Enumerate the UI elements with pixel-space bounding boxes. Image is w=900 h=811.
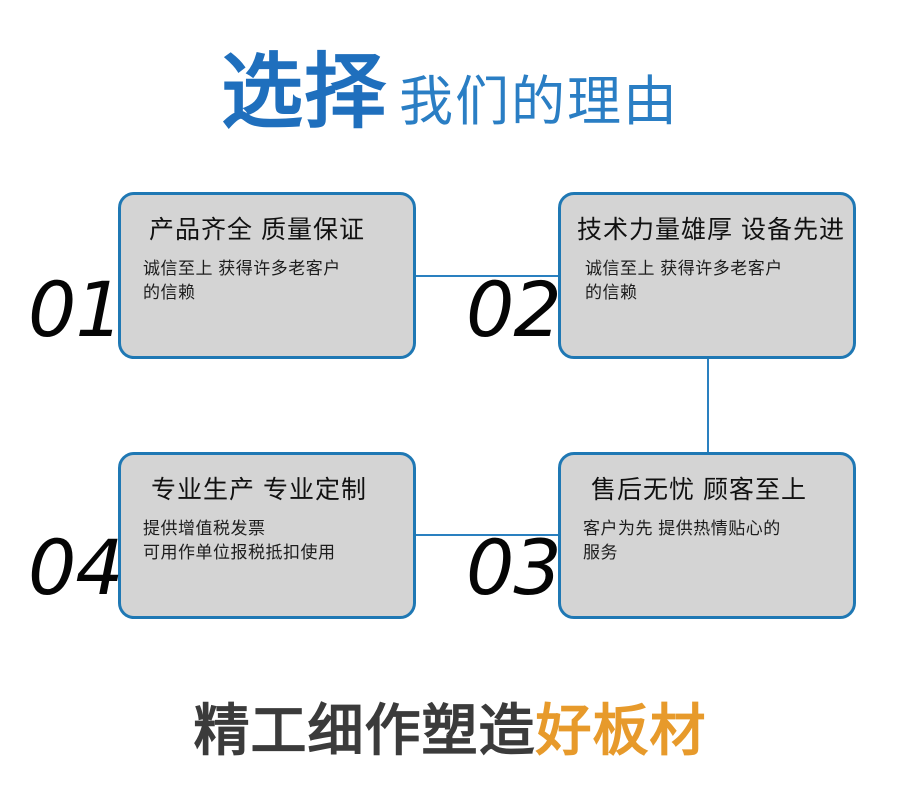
feature-card-02-body-line-1: 诚信至上 获得许多老客户 bbox=[585, 258, 783, 278]
feature-number-04: 04 bbox=[28, 523, 124, 612]
connector-04-to-03 bbox=[412, 534, 562, 536]
feature-number-03: 03 bbox=[466, 523, 562, 612]
feature-card-02-content: 技术力量雄厚 设备先进 诚信至上 获得许多老客户 的信赖 bbox=[577, 216, 845, 305]
feature-card-02-body: 诚信至上 获得许多老客户 的信赖 bbox=[585, 257, 839, 305]
feature-card-04-content: 专业生产 专业定制 提供增值税发票 可用作单位报税抵扣使用 bbox=[143, 476, 399, 565]
feature-card-01-content: 产品齐全 质量保证 诚信至上 获得许多老客户 的信赖 bbox=[143, 216, 399, 305]
feature-card-02-title: 技术力量雄厚 设备先进 bbox=[577, 216, 845, 244]
page-title-light: 我们的理由 bbox=[399, 72, 679, 132]
footer-slogan: 精工细作塑造好板材 bbox=[0, 703, 900, 759]
feature-card-01-body-line-1: 诚信至上 获得许多老客户 bbox=[143, 258, 341, 278]
feature-card-03-body: 客户为先 提供热情贴心的 服务 bbox=[583, 517, 839, 565]
feature-card-01-body: 诚信至上 获得许多老客户 的信赖 bbox=[143, 257, 399, 305]
feature-card-01-title: 产品齐全 质量保证 bbox=[149, 216, 365, 244]
feature-card-02-body-line-2: 的信赖 bbox=[585, 282, 638, 302]
feature-card-03-body-line-2: 服务 bbox=[583, 542, 618, 562]
feature-card-03-title: 售后无忧 顾客至上 bbox=[591, 476, 807, 504]
feature-card-01[interactable]: 产品齐全 质量保证 诚信至上 获得许多老客户 的信赖 bbox=[118, 192, 416, 359]
footer-slogan-dark: 精工细作塑造 bbox=[193, 699, 536, 762]
feature-number-01: 01 bbox=[28, 265, 124, 354]
feature-card-04-body-line-1: 提供增值税发票 bbox=[143, 518, 266, 538]
feature-number-02: 02 bbox=[466, 265, 562, 354]
connector-02-to-03 bbox=[707, 353, 709, 455]
footer-slogan-accent: 好板材 bbox=[535, 699, 707, 762]
feature-card-04-body: 提供增值税发票 可用作单位报税抵扣使用 bbox=[143, 517, 399, 565]
feature-card-02[interactable]: 技术力量雄厚 设备先进 诚信至上 获得许多老客户 的信赖 bbox=[558, 192, 856, 359]
feature-card-04[interactable]: 专业生产 专业定制 提供增值税发票 可用作单位报税抵扣使用 bbox=[118, 452, 416, 619]
feature-card-04-body-line-2: 可用作单位报税抵扣使用 bbox=[143, 542, 336, 562]
feature-card-03-body-line-1: 客户为先 提供热情贴心的 bbox=[583, 518, 781, 538]
feature-card-03[interactable]: 售后无忧 顾客至上 客户为先 提供热情贴心的 服务 bbox=[558, 452, 856, 619]
page-title-strong: 选择 bbox=[220, 47, 387, 138]
feature-card-03-content: 售后无忧 顾客至上 客户为先 提供热情贴心的 服务 bbox=[583, 476, 839, 565]
page-title: 选择我们的理由 bbox=[0, 52, 900, 134]
connector-01-to-02 bbox=[412, 275, 562, 277]
feature-card-04-title: 专业生产 专业定制 bbox=[151, 476, 367, 504]
feature-card-01-body-line-2: 的信赖 bbox=[143, 282, 196, 302]
